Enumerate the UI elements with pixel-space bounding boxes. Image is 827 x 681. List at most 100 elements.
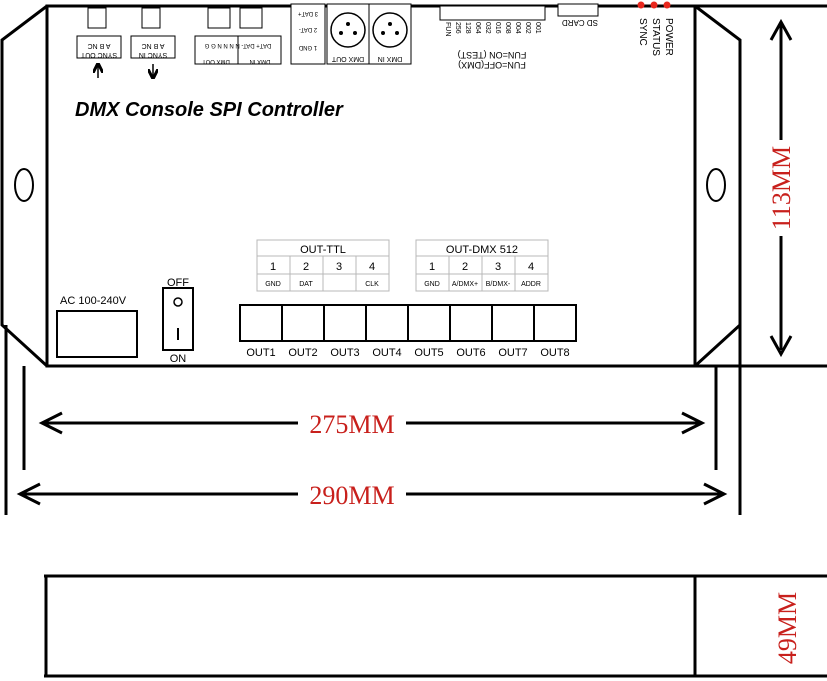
dmx-label-2: A/DMX+ <box>452 281 478 288</box>
output-jack-6[interactable] <box>449 304 493 342</box>
pin-label-3: 3 DAT+ <box>297 10 318 16</box>
function-code-6: 032 <box>484 22 491 34</box>
fun-line-dmx: FUN=OFF(DMX) <box>458 60 526 70</box>
side-view <box>695 4 827 368</box>
right-mount-hole <box>706 168 726 202</box>
output-label-2: OUT2 <box>288 347 317 359</box>
terminal-in-label: DMX IN <box>250 58 271 64</box>
indicator-status: STATUS <box>650 18 661 56</box>
output-label-6: OUT6 <box>456 347 485 359</box>
status-led <box>650 1 658 9</box>
ac-input-label: AC 100-240V <box>60 295 127 307</box>
output-jacks: OUT1 OUT2 OUT3 OUT4 OUT5 OUT6 OUT7 OUT8 <box>239 304 577 359</box>
function-code-4: 008 <box>504 22 511 34</box>
output-label-8: OUT8 <box>540 347 569 359</box>
dmx-label-3: B/DMX- <box>486 281 511 288</box>
width-guides <box>4 325 742 515</box>
dmx-num-3: 3 <box>495 261 501 273</box>
function-code-1: 001 <box>534 22 541 34</box>
dmx-out-xlr[interactable] <box>330 12 366 48</box>
ac-input-socket[interactable] <box>56 310 138 358</box>
output-label-4: OUT4 <box>372 347 401 359</box>
function-code-5: 016 <box>494 22 501 34</box>
sync-in-jack[interactable] <box>141 7 161 29</box>
dmx-num-4: 4 <box>528 261 534 273</box>
status-leds: POWER STATUS SYNC <box>637 1 674 56</box>
switch-on-label: ON <box>170 353 187 365</box>
pin-label-2: 2 DAT- <box>299 26 317 32</box>
dmx-in-xlr[interactable] <box>372 12 408 48</box>
depth-view <box>44 574 827 678</box>
outer-width-dimension <box>16 482 728 506</box>
output-jack-4[interactable] <box>365 304 409 342</box>
function-code-3: 004 <box>514 22 521 34</box>
indicator-power: POWER <box>663 18 674 56</box>
function-code-8: 128 <box>464 22 471 34</box>
left-mount-hole <box>14 168 34 202</box>
dmx-num-1: 1 <box>429 261 435 273</box>
output-jack-5[interactable] <box>407 304 451 342</box>
ttl-label-4: CLK <box>365 281 379 288</box>
output-jack-8[interactable] <box>533 304 577 342</box>
dmx-in-label: DMX IN <box>378 55 403 62</box>
sync-out-label: SYNC OUT <box>80 51 117 58</box>
out-ttl-title: OUT-TTL <box>300 244 346 256</box>
sync-in-pins: A B NC <box>142 42 165 49</box>
output-label-5: OUT5 <box>414 347 443 359</box>
output-jack-7[interactable] <box>491 304 535 342</box>
sync-led <box>663 1 671 9</box>
ttl-label-2: DAT <box>299 281 313 288</box>
dip-switch[interactable] <box>439 5 546 21</box>
function-code-10: FUN <box>444 22 451 36</box>
output-jack-3[interactable] <box>323 304 367 342</box>
xlr-pin-table: 1 GND 2 DAT- 3 DAT+ <box>290 3 326 65</box>
terminal-pins-label: DAT+ DAT- N N N N G G <box>204 42 271 48</box>
sync-in-label-box <box>130 35 176 59</box>
terminal-jack-2[interactable] <box>239 7 263 29</box>
out-dmx-table: OUT-DMX 512 1 2 3 4 GND A/DMX+ B/DMX- AD… <box>415 239 549 292</box>
outer-width-label: 290MM <box>309 481 394 510</box>
terminal-out-label: DMX OUT <box>202 58 230 64</box>
sync-out-jack[interactable] <box>87 7 107 29</box>
sd-card-label: SD CARD <box>562 18 598 27</box>
sync-out-label-box <box>76 35 122 59</box>
power-led <box>637 1 645 9</box>
height-dimension: 113MM <box>767 146 796 230</box>
out-dmx-title: OUT-DMX 512 <box>446 244 518 256</box>
indicator-sync: SYNC <box>637 18 648 46</box>
output-label-1: OUT1 <box>246 347 275 359</box>
ttl-num-3: 3 <box>336 261 342 273</box>
dmx-terminal-block: DMX OUT DMX IN DAT+ DAT- N N N N G G <box>194 7 282 65</box>
output-jack-1[interactable] <box>239 304 283 342</box>
ttl-num-4: 4 <box>369 261 375 273</box>
function-code-2: 002 <box>524 22 531 34</box>
dmx-label-4: ADDR <box>521 281 541 288</box>
device-title: DMX Console SPI Controller <box>75 99 344 121</box>
dip-switch-block: FUN=OFF(DMX) FUN=ON (TEST) <box>439 5 546 70</box>
dmx-out-label: DMX OUT <box>331 55 364 62</box>
xlr-connectors: DMX OUT DMX IN <box>326 3 412 65</box>
ttl-num-1: 1 <box>270 261 276 273</box>
dmx-label-1: GND <box>424 281 440 288</box>
function-code-9: 256 <box>454 22 461 34</box>
ttl-label-1: GND <box>265 281 281 288</box>
dmx-num-2: 2 <box>462 261 468 273</box>
switch-off-label: OFF <box>167 277 189 289</box>
depth-dimension: 49MM <box>773 592 802 664</box>
output-label-7: OUT7 <box>498 347 527 359</box>
ttl-num-2: 2 <box>303 261 309 273</box>
output-jack-2[interactable] <box>281 304 325 342</box>
terminal-jack-1[interactable] <box>207 7 231 29</box>
switch-off-mark <box>173 297 183 307</box>
left-mounting-flange <box>0 4 49 368</box>
function-code-7: 064 <box>474 22 481 34</box>
output-label-3: OUT3 <box>330 347 359 359</box>
sync-in-label: SYNC IN <box>139 51 167 58</box>
sd-card-slot[interactable] <box>557 3 599 17</box>
fun-line-test: FUN=ON (TEST) <box>458 50 527 60</box>
pin-label-1: 1 GND <box>298 44 317 50</box>
out-ttl-table: OUT-TTL 1 2 3 4 GND DAT CLK <box>256 239 390 292</box>
right-mounting-flange <box>693 4 742 368</box>
sync-connectors: SYNC OUT A B NC SYNC IN A B NC <box>76 7 176 78</box>
